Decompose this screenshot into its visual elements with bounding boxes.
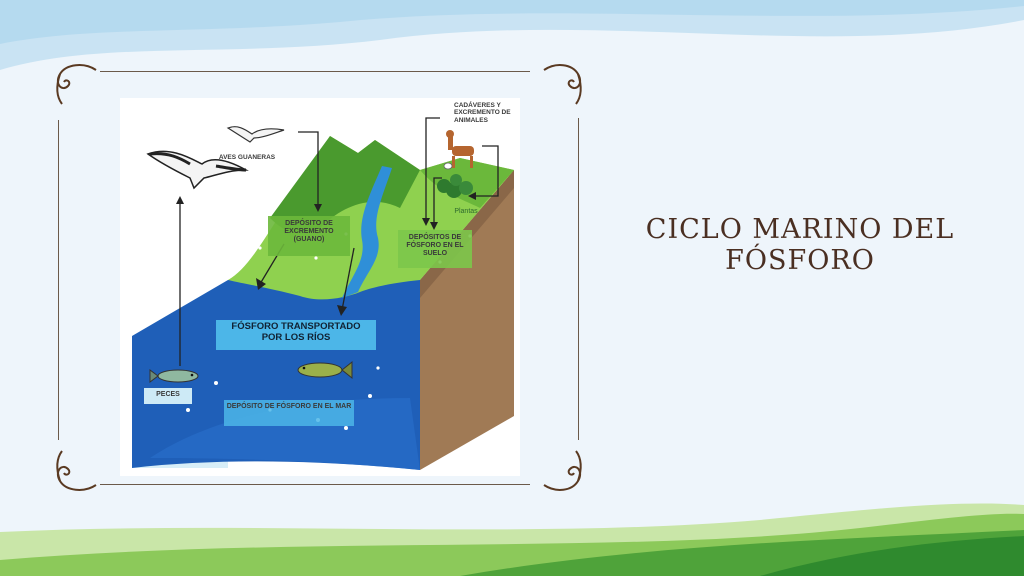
slide-title-line-1: CICLO MARINO DEL [645, 214, 955, 245]
seabird-small-icon [226, 126, 285, 143]
slide-title: CICLO MARINO DEL FÓSFORO [630, 214, 970, 276]
frame-left-line [58, 120, 59, 440]
arrow-carcasses-to-soil [425, 117, 440, 222]
arrow-bird-to-guano [298, 131, 319, 208]
fish-left-icon [149, 369, 199, 383]
frame-bottom-line [100, 484, 530, 485]
label-aves-guaneras: AVES GUANERAS [218, 154, 276, 161]
frame-top-line [100, 71, 530, 72]
guano-label-box [268, 216, 350, 256]
label-soil-deposit: DEPÓSITOS DE FÓSFORO EN EL SUELO [406, 234, 464, 258]
fish-right-icon [297, 360, 353, 380]
soil-label-box [398, 230, 472, 268]
label-plants: Plantas [454, 208, 478, 215]
cliff-side [420, 170, 514, 470]
label-river-transport: FÓSFORO TRANSPORTADO POR LOS RÍOS [231, 321, 361, 343]
river [342, 166, 392, 298]
label-carcasses: CADÁVERES Y EXCREMENTO DE ANIMALES [454, 102, 511, 124]
frame-corner-flourish-bottom-left [56, 450, 97, 491]
arrow-soil-to-river [341, 247, 355, 311]
frame-corner-flourish-bottom-right [543, 450, 582, 491]
sea-deposit-label-box [224, 400, 354, 426]
label-fish: PECES [156, 391, 180, 398]
mountain-dark [270, 136, 420, 234]
label-guano-deposit: DEPÓSITO DE EXCREMENTO (GUANO) [284, 220, 334, 244]
frame-corner-flourish-top-left [56, 64, 97, 105]
fish-label-box [144, 388, 192, 404]
small-animal-icon [443, 162, 453, 170]
arrow-plants-to-soil [433, 177, 442, 226]
frame-right-line [578, 118, 579, 440]
plants-icon [437, 174, 473, 198]
seabird-large-icon [146, 150, 249, 190]
slide-title-line-2: FÓSFORO [725, 245, 875, 277]
frame-corner-flourish-top-right [543, 64, 582, 105]
river-transport-label-box [216, 320, 376, 350]
label-sea-deposit: DEPÓSITO DE FÓSFORO EN EL MAR [226, 403, 352, 410]
arrow-animal-to-plants [472, 145, 499, 197]
phosphorus-cycle-diagram: AVES GUANERAS DEPÓSITO DE EXCREMENTO (GU… [120, 98, 520, 476]
animal-icon [446, 130, 474, 168]
